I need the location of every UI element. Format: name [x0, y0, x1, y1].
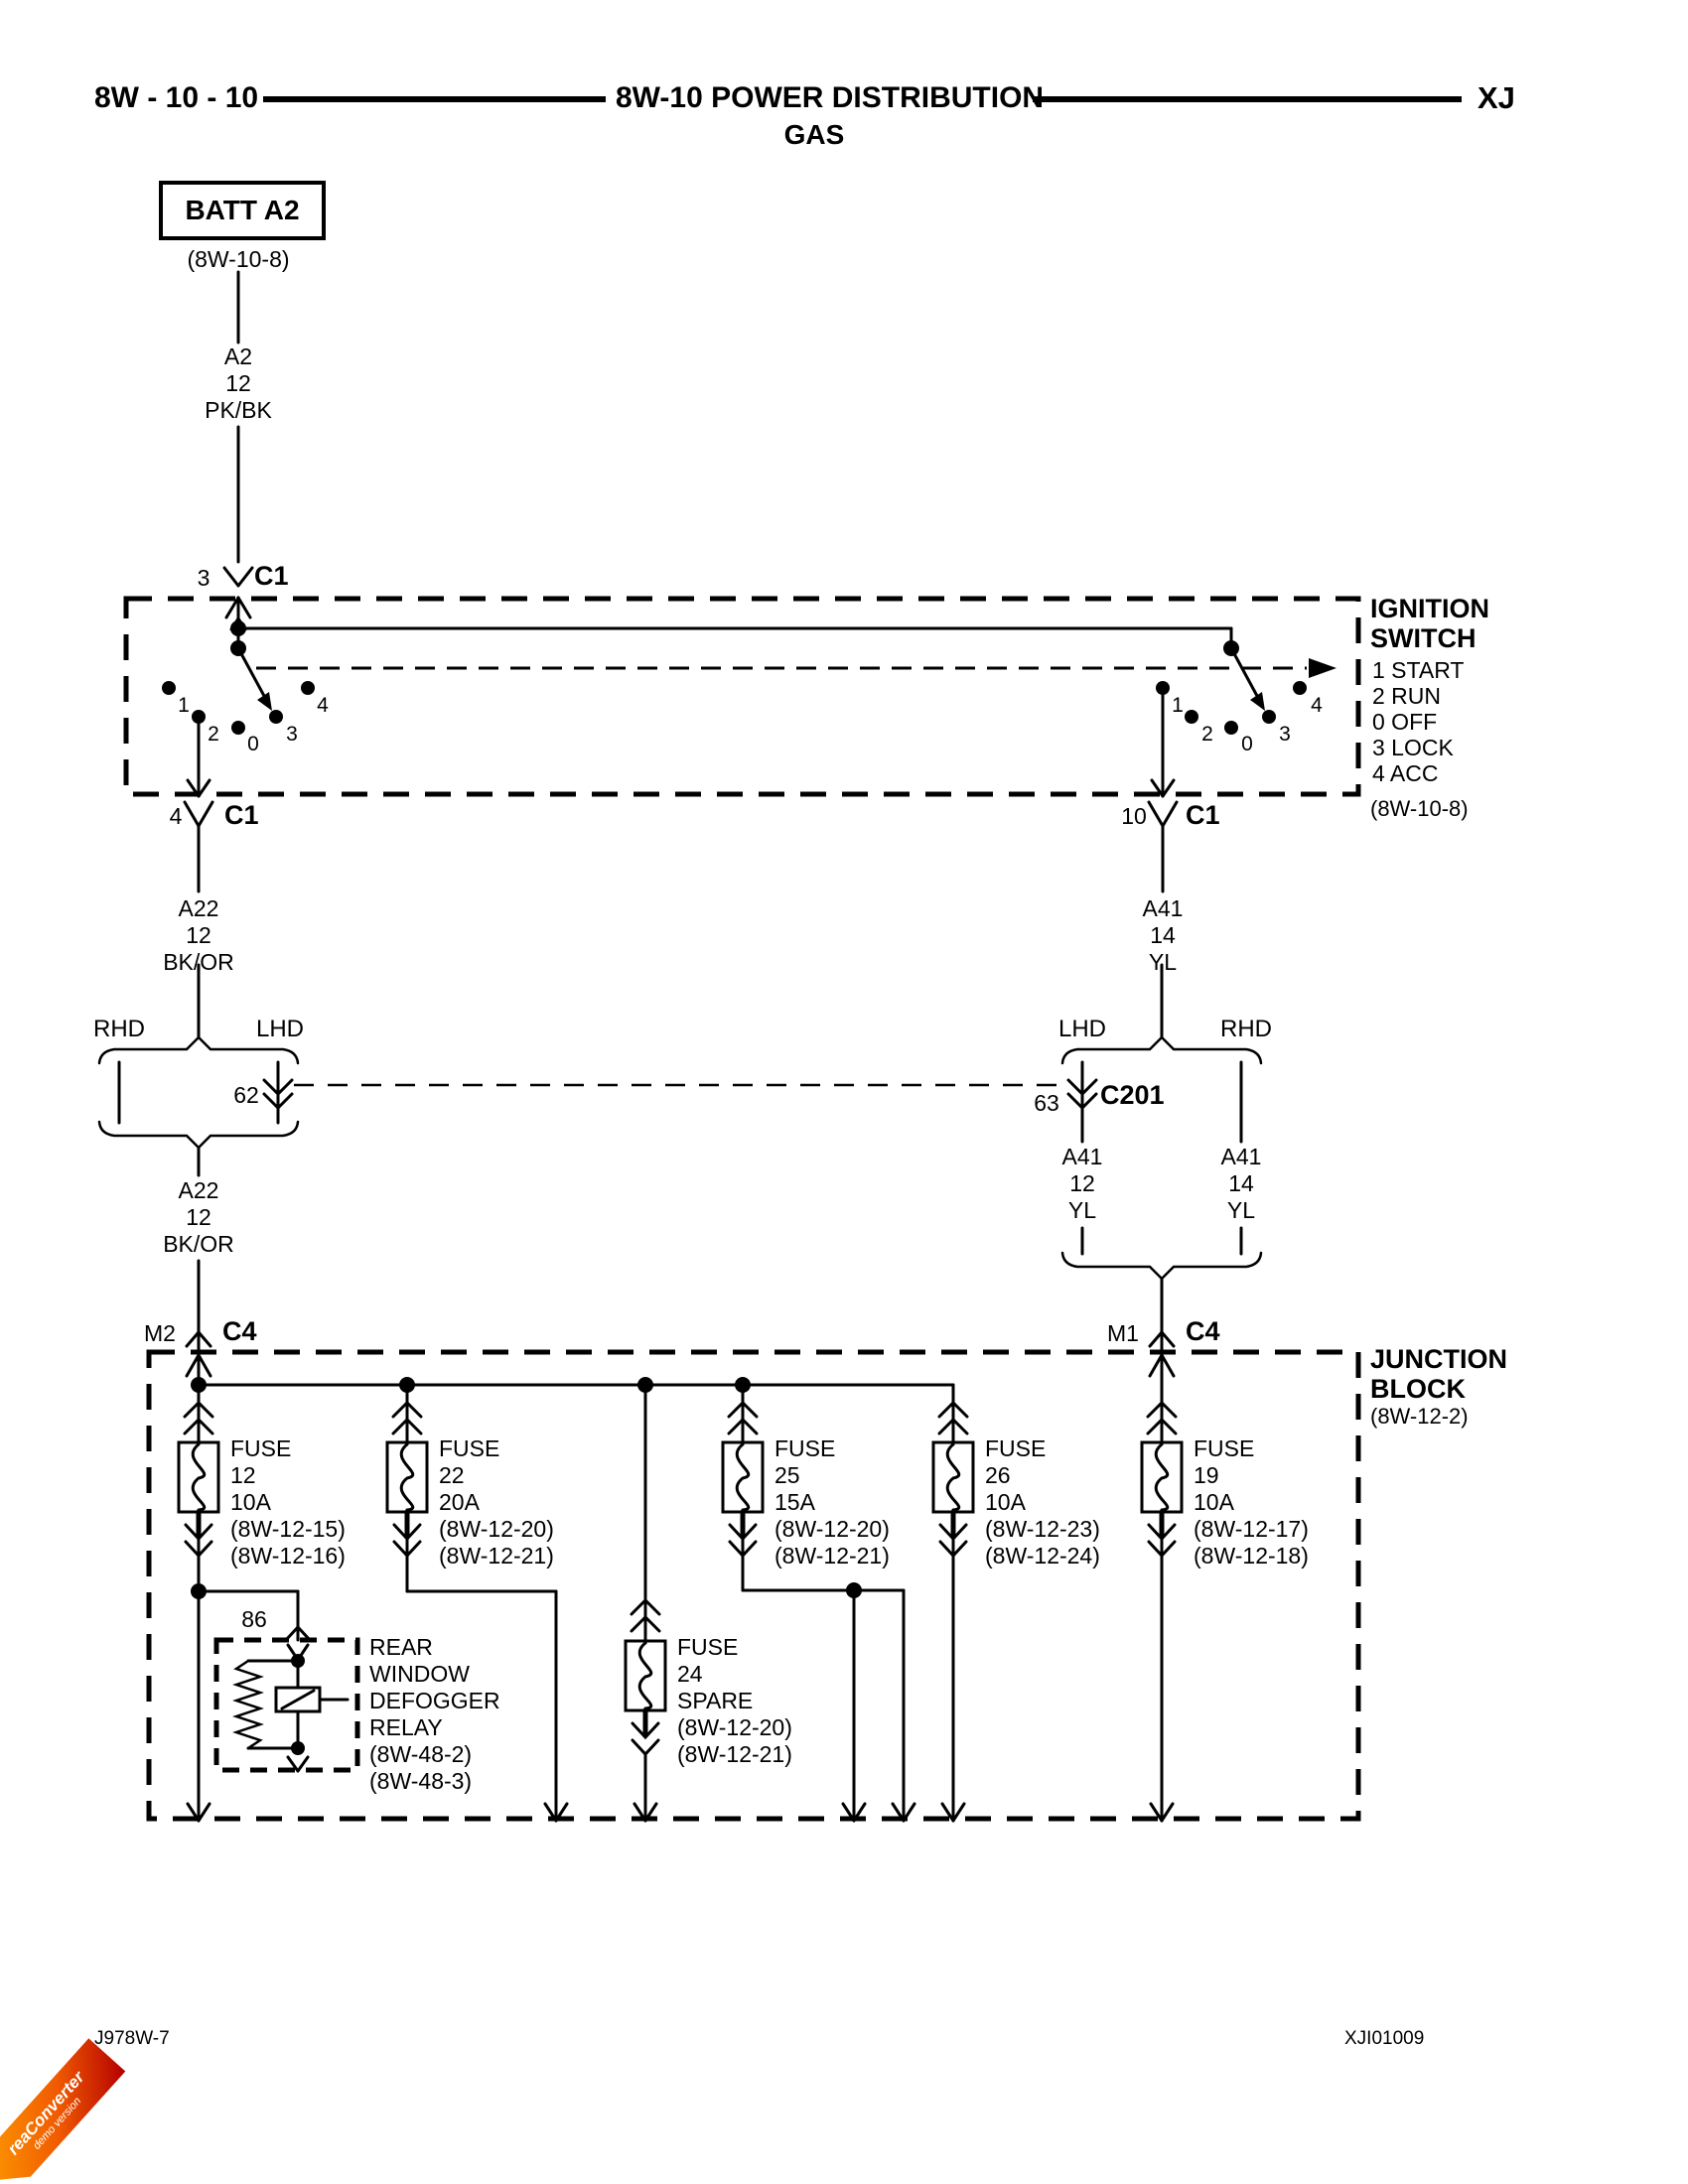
ign-right-contact-4: 4 — [1311, 694, 1323, 717]
wires — [97, 270, 1263, 1823]
wire-label-a41-lhd: A41 12 YL — [1061, 1144, 1103, 1223]
c1-right-pin: 10 — [1121, 803, 1147, 829]
battery-feed-box: BATT A2 — [159, 181, 326, 240]
left-branch-rhd-label: RHD — [93, 1016, 145, 1042]
page-title: 8W-10 POWER DISTRIBUTION — [616, 81, 1045, 114]
switch-wiper-arrowheads — [257, 692, 1265, 711]
c201-name: C201 — [1100, 1080, 1165, 1110]
c4-right-name: C4 — [1186, 1316, 1220, 1346]
wire-label-a2: A2 12 PK/BK — [205, 343, 272, 423]
ign-right-contact-2: 2 — [1201, 723, 1213, 746]
battery-ref: (8W-10-8) — [187, 246, 290, 272]
fuse-25-label: FUSE 25 15A (8W-12-20) (8W-12-21) — [774, 1435, 890, 1569]
wire-label-a41-upper: A41 14 YL — [1142, 895, 1184, 975]
footer-figure-code: XJI01009 — [1344, 2028, 1425, 2049]
c1-left-pin: 4 — [169, 803, 183, 829]
c4-left-pin: M2 — [144, 1320, 176, 1346]
fuse-26-label: FUSE 26 10A (8W-12-23) (8W-12-24) — [985, 1435, 1100, 1569]
page-subtitle: GAS — [783, 119, 845, 150]
ignition-switch-ref: (8W-10-8) — [1370, 796, 1469, 821]
wire-label-a41-rhd: A41 14 YL — [1220, 1144, 1262, 1223]
ign-left-contact-1: 1 — [178, 694, 190, 717]
wire-label-a22-lower: A22 12 BK/OR — [163, 1177, 234, 1257]
footer-sheet-code: J978W-7 — [94, 2028, 170, 2049]
ign-right-contact-0: 0 — [1241, 733, 1253, 755]
ign-right-contact-3: 3 — [1279, 723, 1291, 746]
junction-block-title: JUNCTION BLOCK — [1370, 1344, 1508, 1404]
c62-pin: 62 — [233, 1082, 259, 1108]
fuse-12-label: FUSE 12 10A (8W-12-15) (8W-12-16) — [230, 1435, 346, 1569]
ign-left-contact-2: 2 — [208, 723, 219, 746]
c201-pin: 63 — [1034, 1090, 1059, 1116]
ignition-switch-positions: 1 START 2 RUN 0 OFF 3 LOCK 4 ACC — [1372, 657, 1465, 786]
ign-right-contact-1: 1 — [1172, 694, 1184, 717]
fuse-22-label: FUSE 22 20A (8W-12-20) (8W-12-21) — [439, 1435, 554, 1569]
c1-top-name: C1 — [254, 561, 289, 591]
defogger-relay-label: REAR WINDOW DEFOGGER RELAY (8W-48-2) (8W… — [369, 1634, 500, 1794]
switch-linkage-arrow — [256, 658, 1336, 678]
junction-dots — [162, 620, 1307, 1755]
c1-left-name: C1 — [224, 800, 259, 830]
junction-block-ref: (8W-12-2) — [1370, 1404, 1469, 1429]
c4-left-name: C4 — [222, 1316, 257, 1346]
fuse-24-label: FUSE 24 SPARE (8W-12-20) (8W-12-21) — [677, 1634, 792, 1767]
ign-left-contact-4: 4 — [317, 694, 329, 717]
ignition-switch-box — [123, 596, 1361, 797]
relay-pin-86: 86 — [241, 1606, 267, 1632]
wire-label-a22-upper: A22 12 BK/OR — [163, 895, 234, 975]
right-branch-rhd-label: RHD — [1220, 1016, 1272, 1042]
model-code: XJ — [1477, 80, 1515, 115]
battery-feed-label: BATT A2 — [185, 195, 300, 225]
ign-left-contact-0: 0 — [247, 733, 259, 755]
right-branch-lhd-label: LHD — [1057, 1016, 1106, 1042]
ignition-switch-title: IGNITION SWITCH — [1370, 594, 1489, 653]
c1-top-pin: 3 — [197, 565, 211, 591]
c4-right-pin: M1 — [1107, 1320, 1139, 1346]
fuse-19-label: FUSE 19 10A (8W-12-17) (8W-12-18) — [1194, 1435, 1309, 1569]
ign-left-contact-3: 3 — [286, 723, 298, 746]
page-ref: 8W - 10 - 10 — [94, 81, 259, 114]
junction-block-box — [146, 1349, 1361, 1822]
c1-right-name: C1 — [1186, 800, 1220, 830]
left-branch-lhd-label: LHD — [255, 1016, 304, 1042]
